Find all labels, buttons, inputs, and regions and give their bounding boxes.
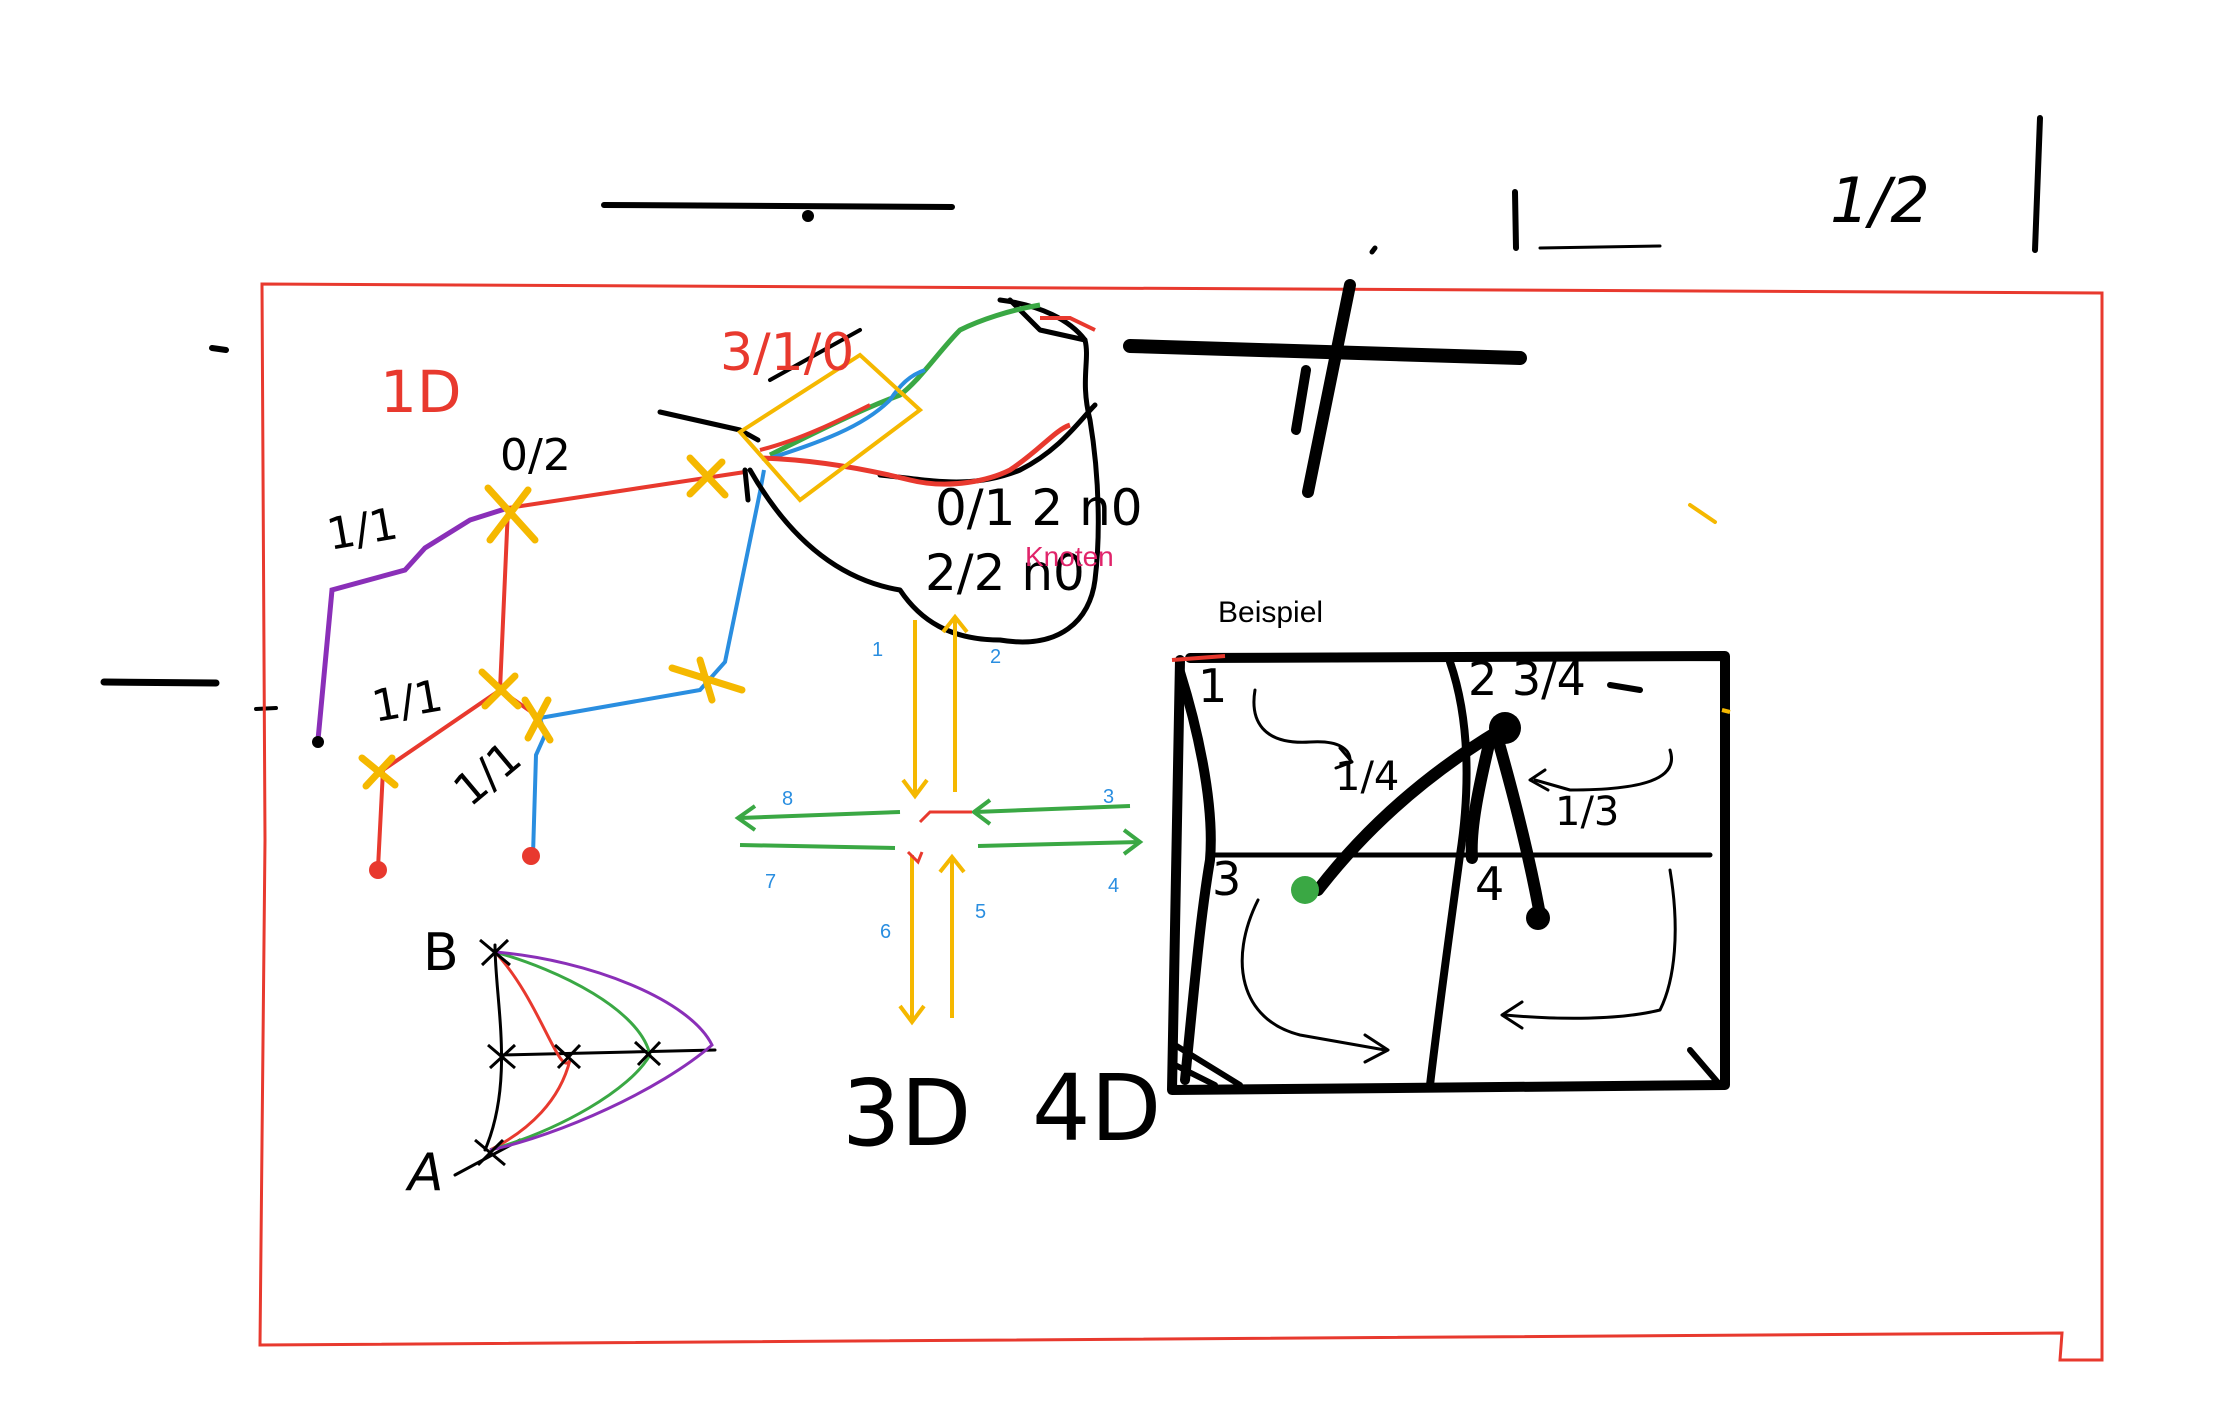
grid-cell-1: 1 xyxy=(1198,659,1227,713)
grid-arrow-label: 1/3 xyxy=(1555,789,1619,835)
arrow-number: 4 xyxy=(1108,875,1119,897)
arrow-number-labels: 1 2 3 4 5 6 7 8 xyxy=(765,639,1119,943)
knot-sketch xyxy=(657,297,1101,645)
grid-arrow-label: 1/4 xyxy=(1335,754,1399,800)
point-label-a: A xyxy=(405,1143,444,1203)
node-label-1-1-diag: 1/1 xyxy=(444,732,531,817)
node-label-1-1-upper: 1/1 xyxy=(323,498,402,561)
label-1d: 1D xyxy=(380,358,462,426)
node-label-0-1-2-n0: 0/1 2 n0 xyxy=(935,479,1143,537)
grid-cell-2: 2 3/4 xyxy=(1468,652,1586,706)
label-4d: 4D xyxy=(1032,1055,1161,1162)
arrow-number: 8 xyxy=(782,788,793,810)
orange-tick xyxy=(1688,503,1717,524)
grid-arrow-labels: 1/4 1/3 xyxy=(1335,754,1619,835)
node-label-2-2-n0: 2/2 n0 xyxy=(925,544,1085,602)
arrow-number: 7 xyxy=(765,871,776,893)
red-frame xyxy=(258,282,2104,1362)
point-label-b: B xyxy=(423,923,459,983)
grid-cell-4: 4 xyxy=(1475,857,1504,911)
grid-cell-3: 3 xyxy=(1212,852,1241,906)
node-label-1-1-lower: 1/1 xyxy=(368,670,447,733)
node-label-3-1-0: 3/1/0 xyxy=(720,323,854,383)
grid-cell-labels: 1 2 3/4 3 4 xyxy=(1198,652,1586,911)
arrow-number: 5 xyxy=(975,901,986,923)
crosshair-mark xyxy=(1123,279,1527,498)
traffic-arrows xyxy=(734,613,1144,1026)
beispiel-title: Beispiel xyxy=(1218,596,1323,629)
arrow-number: 6 xyxy=(880,921,891,943)
ab-curves-diagram xyxy=(453,938,717,1177)
node-label-0-2: 0/2 xyxy=(500,430,571,481)
top-sketch-marks xyxy=(100,115,2043,711)
top-right-fraction: 1/2 xyxy=(1830,164,1930,237)
beispiel-grid xyxy=(1167,651,1731,1095)
knoten-label: Knoten xyxy=(1025,541,1114,572)
arrow-number: 2 xyxy=(990,646,1001,668)
label-3d: 3D xyxy=(842,1060,971,1167)
arrow-number: 1 xyxy=(872,639,883,661)
arrow-number: 3 xyxy=(1103,786,1114,808)
